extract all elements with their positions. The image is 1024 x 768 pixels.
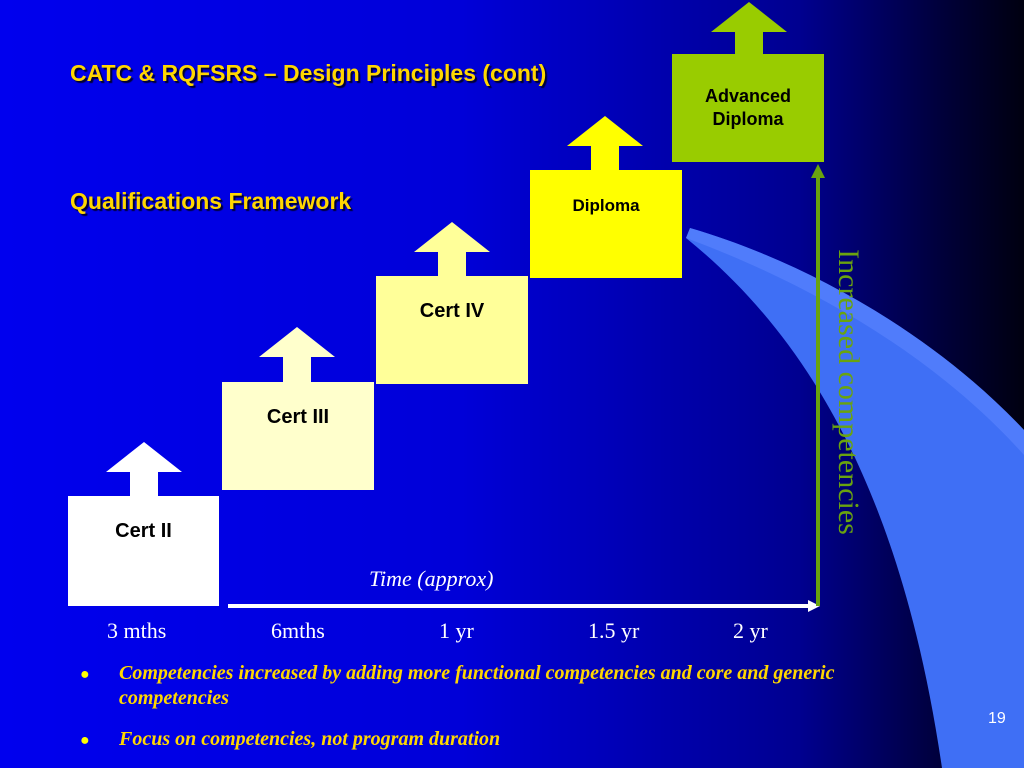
competency-axis-label: Increased competencies <box>832 249 865 535</box>
bullet-dot: ● <box>80 666 90 683</box>
level-box-cert-ii: Cert II <box>68 496 219 606</box>
bullet-text: Competencies increased by adding more fu… <box>119 662 835 709</box>
duration-label: 3 mths <box>107 618 167 643</box>
time-axis-label: Time (approx) <box>369 566 494 591</box>
up-arrow-icon <box>414 222 490 278</box>
level-label: Diploma <box>572 196 640 215</box>
up-arrow-icon <box>711 2 787 56</box>
level-label-line2: Diploma <box>712 109 784 129</box>
bullet-dot: ● <box>80 732 90 749</box>
page-number: 19 <box>988 710 1006 727</box>
up-arrow-icon <box>106 442 182 498</box>
slide-subtitle: Qualifications Framework <box>70 188 352 214</box>
up-arrow-icon <box>259 327 335 384</box>
level-box-cert-iv: Cert IV <box>376 276 528 384</box>
level-box-advanced-diploma: Advanced Diploma <box>672 54 824 162</box>
level-label: Cert IV <box>419 300 485 322</box>
level-box-diploma: Diploma <box>530 170 682 278</box>
duration-label: 1 yr <box>439 618 474 643</box>
level-label-line1: Advanced <box>704 86 792 106</box>
up-arrow-icon <box>567 116 643 172</box>
level-label: Cert III <box>266 406 330 428</box>
duration-label: 6mths <box>271 618 325 643</box>
slide-title: CATC & RQFSRS – Design Principles (cont) <box>70 60 547 86</box>
duration-label: 1.5 yr <box>588 618 640 643</box>
level-label: Cert II <box>115 520 172 542</box>
level-box-cert-iii: Cert III <box>222 382 374 490</box>
bullet-text: Focus on competencies, not program durat… <box>119 728 501 750</box>
duration-label: 2 yr <box>733 618 768 643</box>
